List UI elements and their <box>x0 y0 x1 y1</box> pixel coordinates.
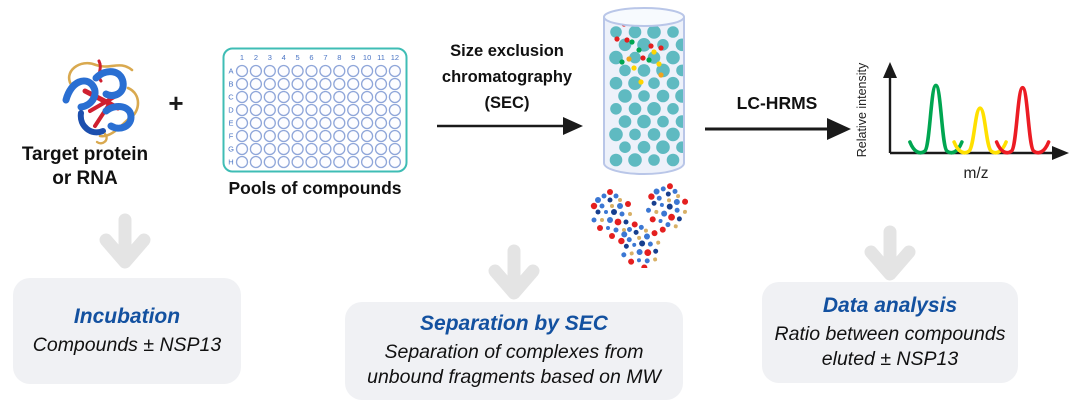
svg-text:D: D <box>228 106 234 115</box>
svg-text:7: 7 <box>323 53 327 62</box>
flow-down-arrow-3-icon <box>864 225 916 281</box>
y-axis-label: Relative intensity <box>856 62 869 157</box>
flow-down-arrow-2-icon <box>488 244 540 300</box>
svg-text:A: A <box>228 67 233 76</box>
svg-text:H: H <box>228 158 233 167</box>
incubation-box: Incubation Compounds ± NSP13 <box>13 278 241 384</box>
svg-text:10: 10 <box>363 53 371 62</box>
svg-text:12: 12 <box>391 53 399 62</box>
incubation-box-body: Compounds ± NSP13 <box>32 333 222 356</box>
data-analysis-box-title: Data analysis <box>822 293 958 317</box>
svg-text:F: F <box>229 132 234 141</box>
sec-arrow-icon <box>437 117 583 135</box>
svg-text:G: G <box>228 145 234 154</box>
lchrms-label: LC-HRMS <box>736 93 818 113</box>
sec-label-line1: Size exclusion <box>450 42 564 60</box>
separation-box: Separation by SEC Separation of complexe… <box>345 302 683 400</box>
flow-down-arrow-1-icon <box>99 213 151 269</box>
sec-column-icon <box>603 7 685 175</box>
pools-of-compounds-label: Pools of compounds <box>228 178 402 198</box>
svg-text:1: 1 <box>240 53 244 62</box>
svg-text:6: 6 <box>309 53 313 62</box>
mass-spectrum-chart: Relative intensity m/z <box>856 62 1069 182</box>
svg-text:8: 8 <box>337 53 341 62</box>
svg-text:9: 9 <box>351 53 355 62</box>
x-axis-arrowhead-icon <box>1052 146 1069 160</box>
target-protein-label-line1: Target protein <box>21 144 149 165</box>
data-analysis-box: Data analysis Ratio between compounds el… <box>762 282 1018 383</box>
sec-label: Size exclusion chromatography (SEC) <box>423 38 591 116</box>
sec-label-line3: (SEC) <box>484 94 530 112</box>
y-axis-arrowhead-icon <box>883 62 897 78</box>
separation-box-title: Separation by SEC <box>420 312 608 335</box>
data-analysis-box-body-line2: eluted ± NSP13 <box>821 347 959 370</box>
plus-sign: + <box>168 88 184 118</box>
svg-text:2: 2 <box>254 53 258 62</box>
separation-box-body-line2: unbound fragments based on MW <box>367 366 661 388</box>
svg-text:B: B <box>228 80 233 89</box>
sec-label-line2: chromatography <box>441 68 573 86</box>
svg-text:11: 11 <box>377 53 385 62</box>
x-axis-label: m/z <box>964 165 989 182</box>
svg-text:4: 4 <box>282 53 286 62</box>
svg-text:5: 5 <box>296 53 300 62</box>
data-analysis-box-body-line1: Ratio between compounds <box>774 322 1006 345</box>
svg-text:3: 3 <box>268 53 272 62</box>
target-protein-label-line2: or RNA <box>52 168 118 189</box>
svg-text:E: E <box>228 119 233 128</box>
spectrum-peaks <box>908 83 1051 155</box>
lchrms-arrow-icon <box>705 118 851 140</box>
target-protein-icon <box>62 59 140 145</box>
unbound-fragments-icon <box>590 183 689 268</box>
incubation-box-title: Incubation <box>73 304 181 328</box>
target-protein-label: Target protein or RNA <box>5 143 165 191</box>
svg-text:C: C <box>228 93 234 102</box>
separation-box-body-line1: Separation of complexes from <box>384 341 644 363</box>
